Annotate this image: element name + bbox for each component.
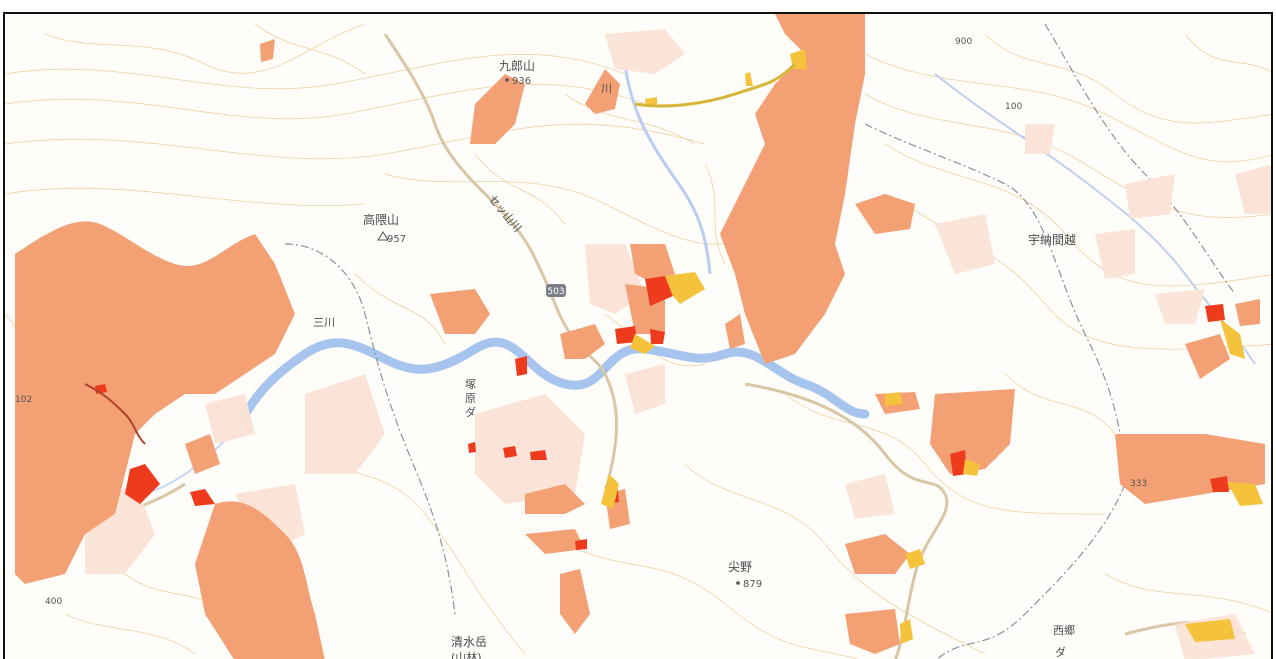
peak-tono-marker: [736, 581, 740, 585]
label-contour-900: 900: [955, 37, 972, 47]
trail-west: [84, 383, 146, 445]
hazard-zone-southcenter-3: [525, 529, 585, 554]
hazard-zone-southwest: [195, 501, 325, 659]
peak-kuroyama-marker: [505, 78, 509, 82]
hazard-zone-east-edge: [1185, 334, 1230, 379]
label-tono-elev: 879: [743, 579, 762, 590]
hazard-zone-southcenter-1: [525, 484, 585, 514]
hazard-zones-light: [85, 29, 1271, 659]
hazard-zone-east-corner: [1235, 299, 1260, 326]
hazard-zone-east-ridge: [855, 194, 915, 234]
route-503-shield[interactable]: 503: [546, 284, 566, 297]
hazard-zone-center-east: [725, 314, 745, 349]
label-kiyomizu: 清水岳: [451, 635, 487, 649]
hazard-zone-central-north: [470, 74, 525, 144]
hazard-high-patches: [95, 276, 1229, 634]
label-sessan-river: セッ山川: [486, 193, 524, 235]
label-takakuma-elev: 957: [387, 234, 406, 245]
peak-markers: [377, 78, 740, 585]
label-dam-1: 塚: [465, 378, 476, 391]
hazard-zone-east-peak: [720, 14, 865, 364]
map-frame: 503 九郎山 936 高隈山 957 セッ山川 三川 塚 原 ダ 川 宇納間越…: [3, 12, 1273, 659]
hazard-zone-central-left: [185, 434, 220, 474]
label-nishigo-2: ダ: [1055, 645, 1066, 659]
label-dam-3: ダ: [465, 405, 476, 419]
hazard-zone-center: [430, 289, 490, 334]
label-dam-2: 原: [465, 392, 476, 405]
hazard-mid-patches: [601, 49, 1263, 644]
hazard-zone-center-small: [560, 324, 605, 359]
hazard-zone-kuroyama-east: [585, 69, 620, 114]
label-kiyomizu-sub: (山林): [451, 650, 482, 659]
hazard-zones: [15, 14, 1265, 659]
label-elev-102: 102: [15, 395, 32, 405]
hazard-zone-southcenter-4: [560, 569, 590, 634]
hazard-zone-south-mid-2: [845, 609, 900, 654]
label-unama-pass: 宇納間越: [1028, 233, 1076, 247]
label-kuroyama: 九郎山: [499, 59, 535, 73]
hazard-zone-south-mid-1: [845, 534, 910, 574]
label-tono: 尖野: [728, 560, 752, 574]
hazard-map[interactable]: 503 九郎山 936 高隈山 957 セッ山川 三川 塚 原 ダ 川 宇納間越…: [5, 14, 1273, 659]
hazard-zone-junction: [630, 244, 675, 284]
boundary-lines: [284, 23, 1236, 659]
peak-takakuma-marker: [377, 231, 389, 241]
river-tributary-north: [623, 63, 712, 275]
label-contour-400: 400: [45, 597, 62, 607]
label-kuroyama-elev: 936: [512, 76, 531, 87]
label-contour-100: 100: [1005, 102, 1022, 112]
hazard-zone-left-small: [260, 39, 275, 62]
hazard-zone-southeast-1: [930, 389, 1015, 474]
hazard-zone-west: [15, 221, 295, 584]
label-nishigo-1: 西郷: [1053, 623, 1075, 637]
route-503-label: 503: [547, 287, 564, 297]
label-takakuma: 高隈山: [363, 212, 399, 227]
forest-road: [634, 62, 797, 108]
label-river-top: 川: [601, 82, 612, 95]
label-elev-333: 333: [1130, 479, 1147, 489]
label-river-left: 三川: [313, 316, 335, 329]
contour-lines: [5, 23, 1271, 659]
